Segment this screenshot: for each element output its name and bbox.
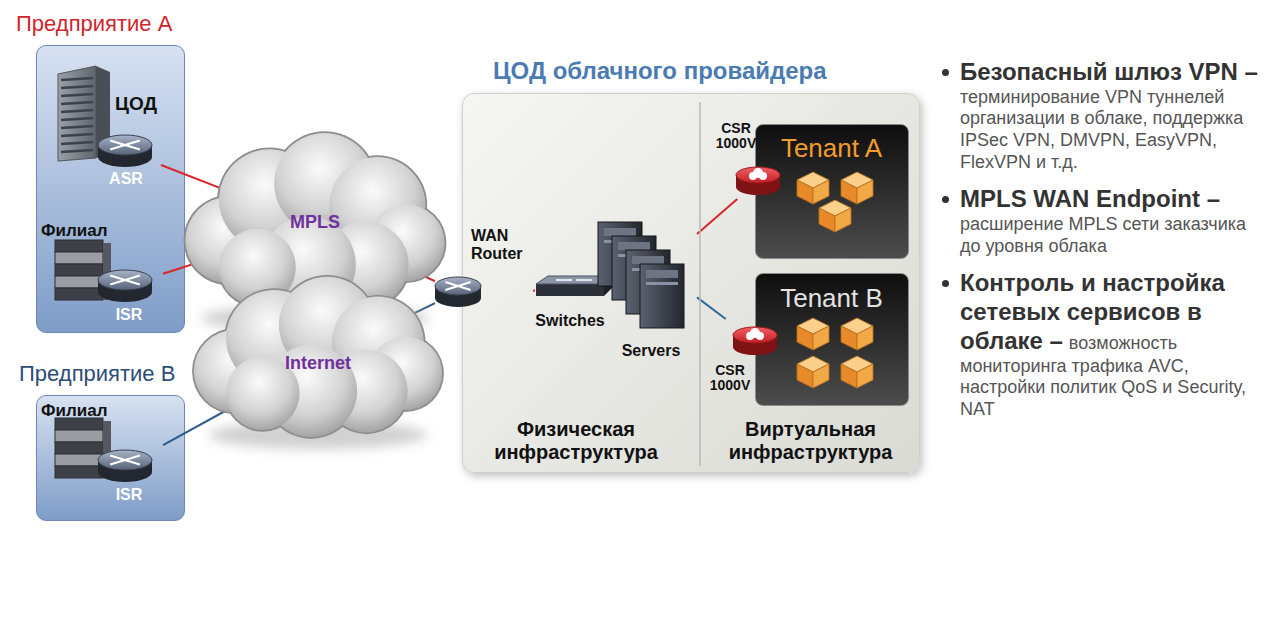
panel-title: ЦОД облачного провайдера xyxy=(493,57,827,86)
text-holder: Internet xyxy=(268,353,368,375)
text-holder: Филиал xyxy=(41,221,107,241)
tenant-box: Tenant A xyxy=(755,124,909,259)
text-holder: WAN Router xyxy=(471,227,531,264)
node-label: ЦОД xyxy=(115,93,157,116)
bullet-dot xyxy=(942,196,949,203)
text-holder: ISR xyxy=(99,305,159,324)
node-label: MPLS xyxy=(270,212,360,234)
node-label: ISR xyxy=(99,305,159,324)
node-label: CSR 1000V xyxy=(709,121,763,152)
text-holder: Servers xyxy=(613,341,689,360)
text-holder: MPLS xyxy=(270,212,360,234)
bullet-item: Контроль и настройка сетевых сервисов в … xyxy=(940,269,1266,420)
bullet-text: расширение MPLS сети заказчика до уровня… xyxy=(960,214,1246,256)
node-label: Tenant A xyxy=(758,133,905,164)
text-holder: Tenant B xyxy=(758,283,905,314)
panel-title: Предприятие А xyxy=(16,11,172,37)
bullet-item: Безопасный шлюз VPN –терминирование VPN … xyxy=(940,58,1266,173)
divider-line xyxy=(699,102,701,466)
datacenter-panel: WAN RouterSwitchesServersCSR 1000VTenant… xyxy=(462,93,920,473)
text-holder: Физическая инфраструктура xyxy=(471,418,681,464)
region-label: Физическая инфраструктура xyxy=(471,418,681,464)
text-holder: CSR 1000V xyxy=(709,121,763,152)
text-holder: Виртуальная инфраструктура xyxy=(708,418,913,464)
bullet-heading: MPLS WAN Endpoint – xyxy=(960,185,1220,212)
bullet-dot xyxy=(942,280,949,287)
node-label: ISR xyxy=(99,485,159,504)
text-holder: CSR 1000V xyxy=(703,363,757,394)
bullet-text: терминирование VPN туннелей организации … xyxy=(960,87,1243,172)
text-holder: ЦОД облачного провайдера xyxy=(493,57,827,86)
region-label: Виртуальная инфраструктура xyxy=(708,418,913,464)
bullet-heading: Безопасный шлюз VPN – xyxy=(960,58,1258,85)
node-label: CSR 1000V xyxy=(703,363,757,394)
node-label: Servers xyxy=(613,341,689,360)
text-holder: ISR xyxy=(99,485,159,504)
text-holder: Предприятие В xyxy=(19,361,175,387)
text-holder: Предприятие А xyxy=(16,11,172,37)
bullet-list: Безопасный шлюз VPN –терминирование VPN … xyxy=(940,58,1266,432)
bullet-item: MPLS WAN Endpoint –расширение MPLS сети … xyxy=(940,185,1266,257)
node-label: ASR xyxy=(96,169,156,188)
node-label: Internet xyxy=(268,353,368,375)
node-label: Tenant B xyxy=(758,283,905,314)
node-label: Филиал xyxy=(41,401,107,421)
text-holder: Tenant A xyxy=(758,133,905,164)
node-label: WAN Router xyxy=(471,227,531,264)
bullet-dot xyxy=(942,69,949,76)
node-label: Филиал xyxy=(41,221,107,241)
text-holder: ASR xyxy=(96,169,156,188)
network-link xyxy=(533,290,535,292)
node-label: Switches xyxy=(531,311,609,330)
panel-title: Предприятие В xyxy=(19,361,175,387)
text-holder: Switches xyxy=(531,311,609,330)
text-holder: ЦОД xyxy=(115,93,157,116)
tenant-box: Tenant B xyxy=(755,273,909,406)
text-holder: Филиал xyxy=(41,401,107,421)
